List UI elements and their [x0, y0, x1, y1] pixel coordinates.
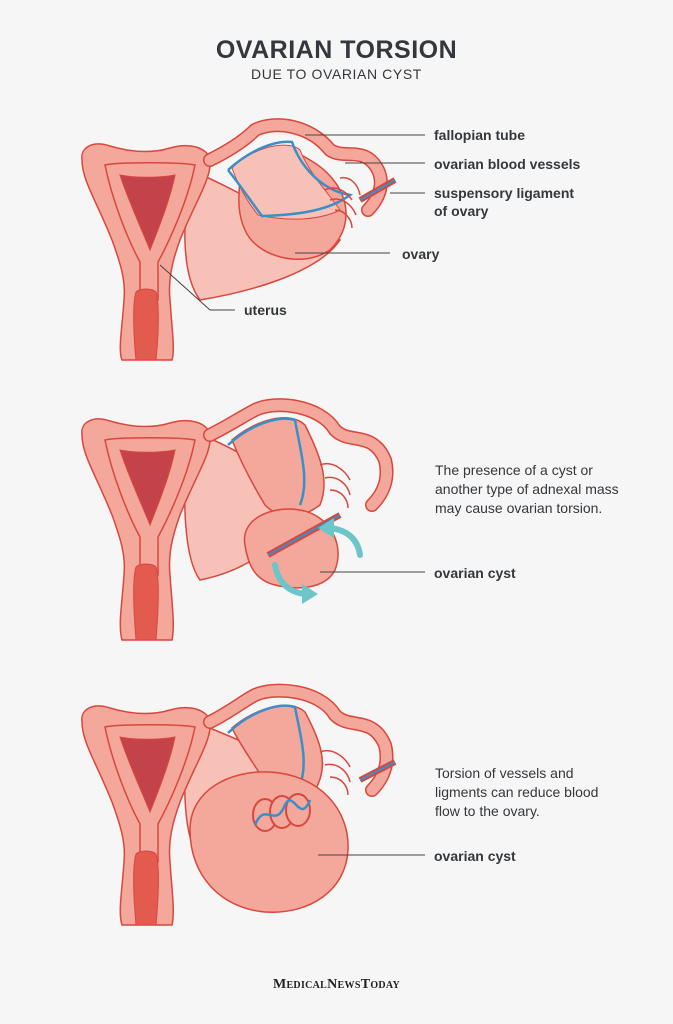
label-ovarian-cyst-2: ovarian cyst: [434, 564, 516, 582]
label-ovarian-blood-vessels: ovarian blood vessels: [434, 155, 580, 173]
label-suspensory-ligament-2: of ovary: [434, 202, 488, 220]
description-torsion-effect: Torsion of vessels and ligments can redu…: [435, 764, 615, 821]
brand-logo: MedicalNewsToday: [0, 977, 673, 993]
twisted-pedicle: [253, 794, 310, 831]
label-ovarian-cyst-3: ovarian cyst: [434, 847, 516, 865]
label-fallopian-tube: fallopian tube: [434, 126, 525, 144]
description-cyst-cause: The presence of a cyst or another type o…: [435, 461, 630, 518]
label-ovary: ovary: [402, 245, 439, 263]
label-uterus: uterus: [244, 301, 287, 319]
cervix: [134, 289, 159, 360]
label-suspensory-ligament-1: suspensory ligament: [434, 184, 574, 202]
enlarged-ovarian-cyst: [190, 772, 348, 912]
panel-cyst-rotation: [0, 380, 673, 660]
